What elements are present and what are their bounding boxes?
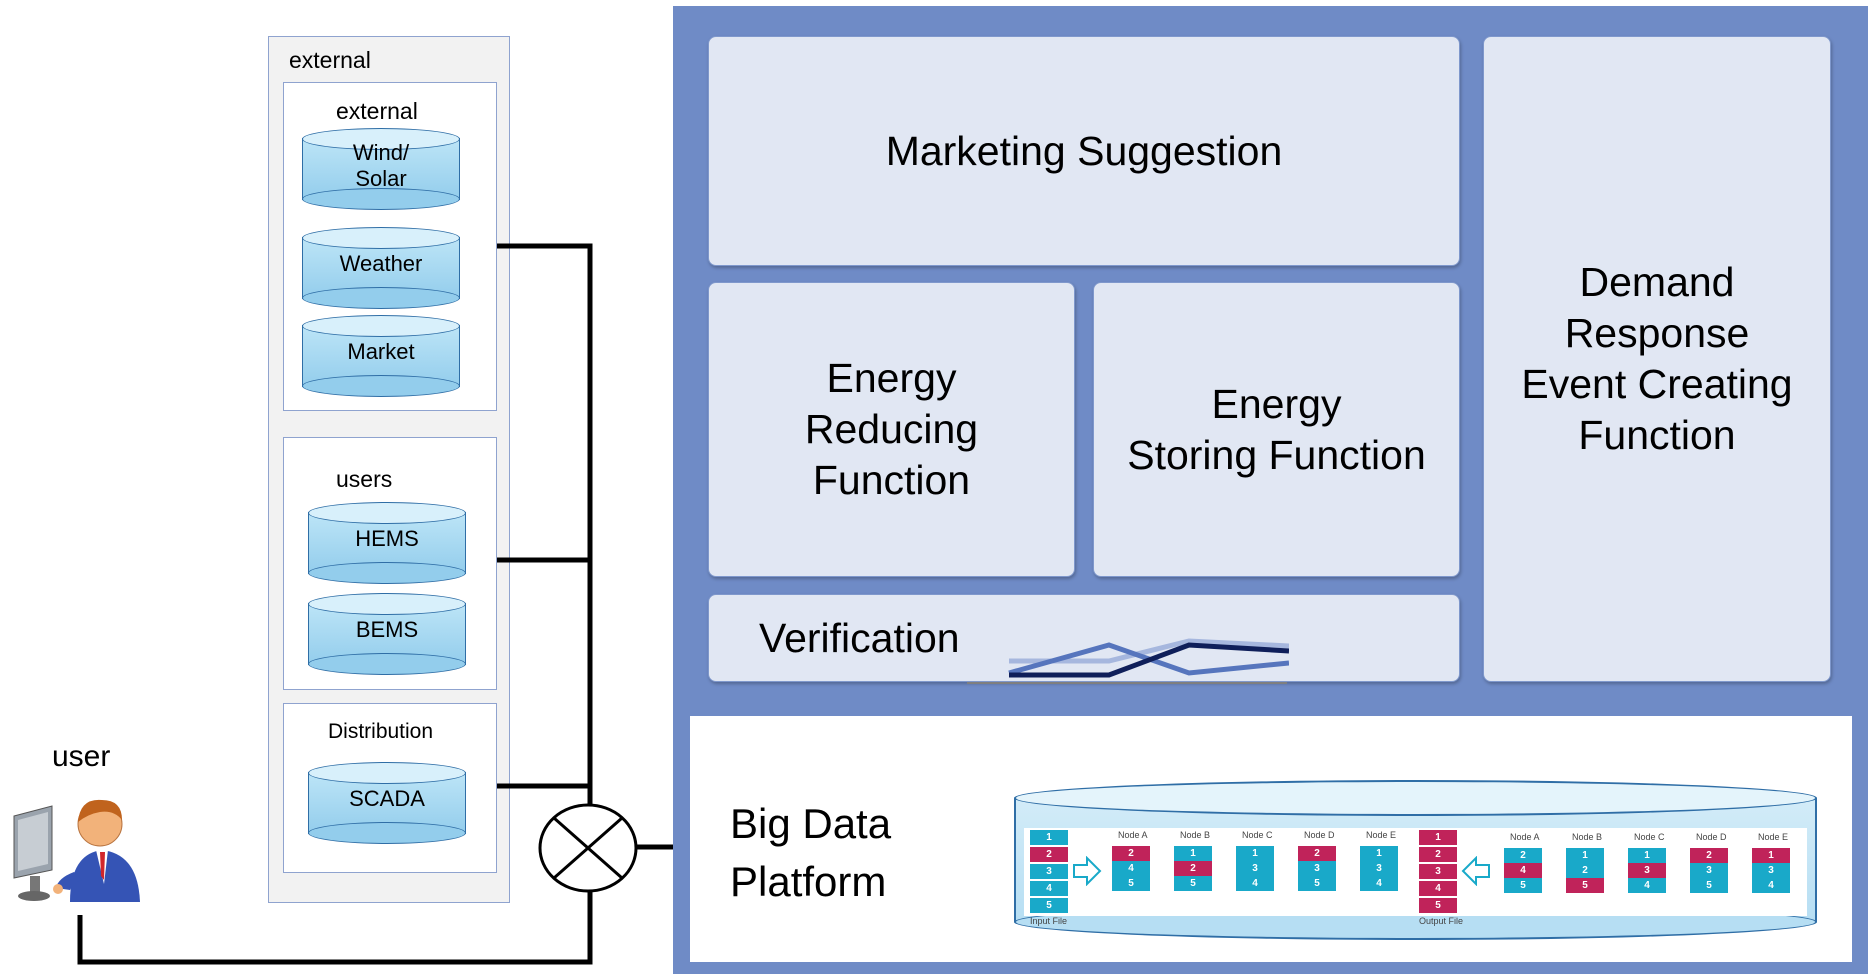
energy-storing-panel[interactable]: Energy Storing Function <box>1093 282 1460 577</box>
output-row-5: 5 <box>1419 898 1457 913</box>
marketing-suggestion-panel[interactable]: Marketing Suggestion <box>708 36 1460 266</box>
users-group: users HEMS BEMS <box>283 437 497 690</box>
verification-trend-icon <box>967 638 1289 684</box>
distribution-group: Distribution SCADA <box>283 703 497 873</box>
wind-solar-label: Wind/ Solar <box>352 140 410 191</box>
node-b-right: Node B <box>1572 832 1603 842</box>
bems-database[interactable]: BEMS <box>308 593 466 675</box>
hems-label: HEMS <box>355 526 419 551</box>
node-a-left: Node A <box>1118 830 1148 840</box>
market-database[interactable]: Market <box>302 315 460 397</box>
energy-reducing-label: Energy Reducing Function <box>804 355 979 503</box>
output-row-3: 3 <box>1419 864 1457 879</box>
demand-response-label: Demand Response Event Creating Function <box>1521 259 1793 458</box>
map-reduce-diagram: 1 2 3 4 5 Input File Node A 2 4 5 Node B… <box>1024 828 1807 926</box>
output-row-2: 2 <box>1419 847 1457 862</box>
scada-label: SCADA <box>349 786 425 811</box>
external-group-label: external <box>336 98 418 124</box>
multiplexer-junction-icon <box>538 803 638 893</box>
energy-reducing-panel[interactable]: Energy Reducing Function <box>708 282 1075 577</box>
bems-label: BEMS <box>355 617 419 642</box>
marketing-suggestion-label: Marketing Suggestion <box>885 127 1283 174</box>
input-row-3: 3 <box>1030 864 1068 879</box>
demand-response-panel[interactable]: Demand Response Event Creating Function <box>1483 36 1831 682</box>
node-e-left: Node E <box>1366 830 1397 840</box>
node-b-left: Node B <box>1180 830 1211 840</box>
hems-database[interactable]: HEMS <box>308 502 466 584</box>
scada-database[interactable]: SCADA <box>308 762 466 844</box>
node-c-left: Node C <box>1242 830 1273 840</box>
output-row-4: 4 <box>1419 881 1457 896</box>
users-group-label: users <box>336 466 393 492</box>
input-row-5: 5 <box>1030 898 1068 913</box>
arrow-left-icon <box>1461 856 1490 886</box>
input-row-1: 1 <box>1030 830 1068 845</box>
big-data-platform-label: Big Data Platform <box>730 800 892 905</box>
external-container-label: external <box>289 47 371 73</box>
verification-label: Verification <box>759 614 960 661</box>
weather-database[interactable]: Weather <box>302 227 460 309</box>
output-row-1: 1 <box>1419 830 1457 845</box>
distribution-group-label: Distribution <box>328 720 434 743</box>
input-row-2: 2 <box>1030 847 1068 862</box>
user-label: user <box>52 740 111 773</box>
arrow-right-icon <box>1073 856 1102 886</box>
big-data-cylinder: 1 2 3 4 5 Input File Node A 2 4 5 Node B… <box>1014 780 1817 940</box>
energy-storing-label: Energy Storing Function <box>1127 380 1426 478</box>
node-e-right: Node E <box>1758 832 1789 842</box>
weather-label: Weather <box>339 251 423 276</box>
input-row-4: 4 <box>1030 881 1068 896</box>
output-file-label: Output File <box>1419 916 1464 926</box>
node-a-right: Node A <box>1510 832 1540 842</box>
user-at-computer-icon[interactable] <box>8 792 154 906</box>
verification-panel[interactable]: Verification <box>708 594 1460 684</box>
market-label: Market <box>347 339 415 364</box>
node-d-right: Node D <box>1696 832 1727 842</box>
wind-solar-database[interactable]: Wind/ Solar <box>302 128 460 210</box>
node-c-right: Node C <box>1634 832 1665 842</box>
node-d-left: Node D <box>1304 830 1335 840</box>
external-group: external Wind/ Solar Weather Market <box>283 82 497 411</box>
input-file-label: Input File <box>1030 916 1068 926</box>
